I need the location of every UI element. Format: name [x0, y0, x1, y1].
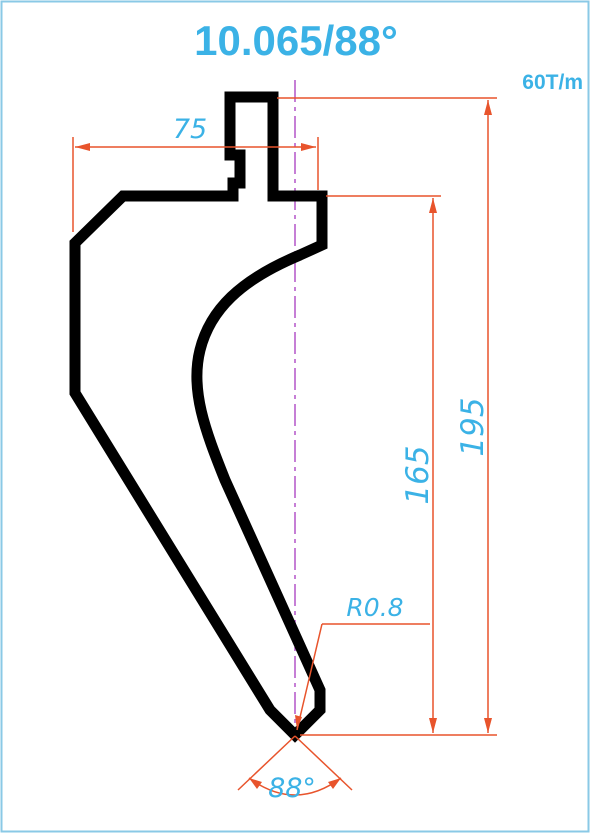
total-height-dimension — [277, 97, 497, 736]
body-height-dimension — [326, 195, 441, 733]
width-dimension-label: 75 — [173, 114, 207, 145]
radius-leader — [295, 623, 430, 731]
radius-label: R0.8 — [346, 593, 403, 622]
total-height-label: 195 — [455, 397, 491, 456]
width-dimension — [72, 137, 319, 232]
angle-dimension — [237, 735, 353, 796]
angle-label: 88° — [268, 773, 316, 804]
tool-title: 10.065/88° — [194, 17, 398, 64]
punch-profile-outline — [69, 91, 328, 743]
body-height-label: 165 — [400, 445, 436, 504]
tonnage-label: 60T/m — [522, 71, 583, 94]
